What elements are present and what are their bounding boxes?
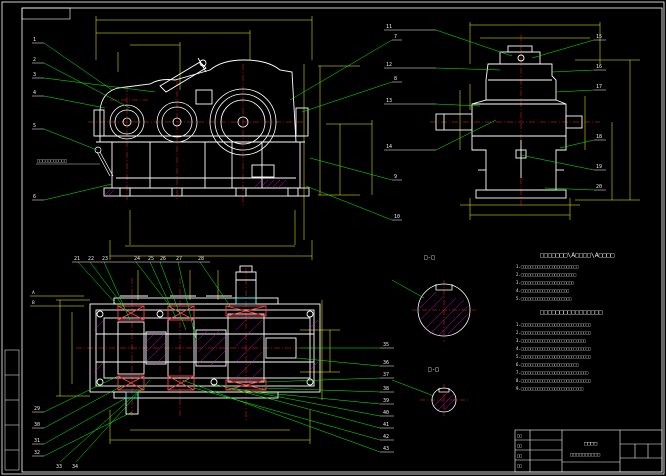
tech-requirements-line: 3.□□□□□□□□□□□□□□□□□□□□□□ — [516, 280, 574, 285]
title-block — [514, 429, 663, 473]
tech-notes-line: 2.□□□□□□□□□□□□□□□□□□□□□□□□□□□□□ — [516, 330, 591, 335]
part-label: 25 — [148, 256, 154, 262]
front-bearing-caps — [109, 88, 277, 156]
part-label: 20 — [596, 184, 602, 190]
front-housing — [93, 57, 310, 197]
section-a-label: □-□ — [424, 254, 435, 261]
part-label: 7 — [394, 34, 397, 40]
part-label: 12 — [386, 62, 392, 68]
title-block-subtitle: □□□□□□□□□□ — [570, 452, 600, 458]
front-view: 1 2 3 4 5 6 7 8 9 10 □□□□□□□□□□□ — [32, 16, 402, 260]
title-block-row: □□ — [517, 453, 522, 458]
part-label: 15 — [596, 34, 602, 40]
title-block-title: □□□□ — [584, 441, 598, 447]
tech-notes-heading: □□□□□□□□□□□□□□□□ — [540, 308, 603, 316]
part-label: 8 — [394, 76, 397, 82]
part-label: 13 — [386, 98, 392, 104]
title-block-row: □□ — [517, 463, 522, 468]
part-label: 34 — [72, 464, 78, 470]
part-label: 33 — [56, 464, 62, 470]
part-label: 1 — [33, 37, 36, 43]
drawing-frame — [21, 7, 663, 473]
part-label: 23 — [102, 256, 108, 262]
part-label: 24 — [134, 256, 140, 262]
part-label: 43 — [383, 446, 389, 452]
part-label: 37 — [383, 372, 389, 378]
oil-gauge — [94, 146, 114, 177]
section-b-label: □-□ — [428, 366, 439, 373]
dimension-label: A — [32, 290, 35, 296]
front-hatch — [103, 179, 287, 197]
part-label: 19 — [596, 164, 602, 170]
part-label: 22 — [88, 256, 94, 262]
part-label: 9 — [394, 174, 397, 180]
tech-notes-line: 6.□□□□□□□□□□□□□□□□□□□□□□□□ — [516, 362, 579, 367]
part-label: 38 — [383, 386, 389, 392]
part-label: 10 — [394, 214, 400, 220]
part-label: 28 — [198, 256, 204, 262]
part-label: 32 — [34, 450, 40, 456]
front-dimensions — [95, 16, 373, 260]
part-label: 26 — [160, 256, 166, 262]
part-label: 42 — [383, 434, 389, 440]
dimension-label: B — [32, 300, 35, 306]
tech-requirements-line: 1.□□□□□□□□□□□□□□□□□□□□□□□□ — [516, 264, 579, 269]
tech-requirements: □□□□□□□\A□□□□\A□□□□ 1.□□□□□□□□□□□□□□□□□□… — [516, 251, 614, 391]
part-label: 6 — [33, 194, 36, 200]
tech-notes-line: 5.□□□□□□□□□□□□□□□□□□□□□□□□□□□□□ — [516, 354, 591, 359]
title-corner-box — [21, 7, 71, 20]
title-block-row: □□ — [517, 433, 522, 438]
part-label: 31 — [34, 438, 40, 444]
tech-notes-line: 1.□□□□□□□□□□□□□□□□□□□□□□□□□□□□□ — [516, 322, 591, 327]
part-label: 41 — [383, 422, 389, 428]
part-label: 35 — [383, 342, 389, 348]
tech-notes-line: 9.□□□□□□□□□□□□□□□□□□□□□□□□□□ — [516, 386, 584, 391]
tech-requirements-line: 5.□□□□□□□□□□□□□□□□□□□□□ — [516, 296, 572, 301]
part-label: 17 — [596, 84, 602, 90]
part-label: 29 — [34, 406, 40, 412]
tech-notes-line: 3.□□□□□□□□□□□□□□□□□□□□□□□□□□□ — [516, 338, 586, 343]
tech-requirements-line: 4.□□□□□□□□□□□□□□□□□□□□ — [516, 288, 570, 293]
part-label: 11 — [386, 24, 392, 30]
part-label: 36 — [383, 360, 389, 366]
binding-strip — [4, 349, 20, 471]
tech-notes-line: 4.□□□□□□□□□□□□□□□□□□□□□□□□□□□□□ — [516, 346, 591, 351]
part-label: 5 — [33, 123, 36, 129]
front-view-note: □□□□□□□□□□□ — [37, 159, 67, 164]
front-leaders — [43, 39, 393, 221]
part-label: 2 — [33, 57, 36, 63]
section-hatch — [93, 315, 319, 383]
part-label: 30 — [34, 422, 40, 428]
part-label: 21 — [74, 256, 80, 262]
tech-requirements-line: 2.□□□□□□□□□□□□□□□□□□□□□□□ — [516, 272, 577, 277]
tech-requirements-heading: □□□□□□□\A□□□□\A□□□□ — [540, 251, 614, 259]
part-label: 4 — [33, 90, 36, 96]
title-block-row: □□ — [517, 443, 522, 448]
tech-notes-line: 8.□□□□□□□□□□□□□□□□□□□□□□□□□□□□□ — [516, 378, 591, 383]
part-label: 27 — [176, 256, 182, 262]
section-details: □-□ □-□ — [391, 254, 476, 416]
top-section-view: 21 22 23 24 25 26 27 28 29 30 31 32 33 3… — [30, 256, 394, 470]
tech-notes-line: 7.□□□□□□□□□□□□□□□□□□□□□□□□□□□□ — [516, 370, 589, 375]
part-label: 16 — [596, 64, 602, 70]
part-label: 3 — [33, 72, 36, 78]
part-label: 18 — [596, 134, 602, 140]
part-label: 14 — [386, 144, 392, 150]
part-label: 39 — [383, 398, 389, 404]
side-view: 11 12 13 14 15 16 17 18 19 20 — [384, 22, 640, 220]
part-label: 40 — [383, 410, 389, 416]
